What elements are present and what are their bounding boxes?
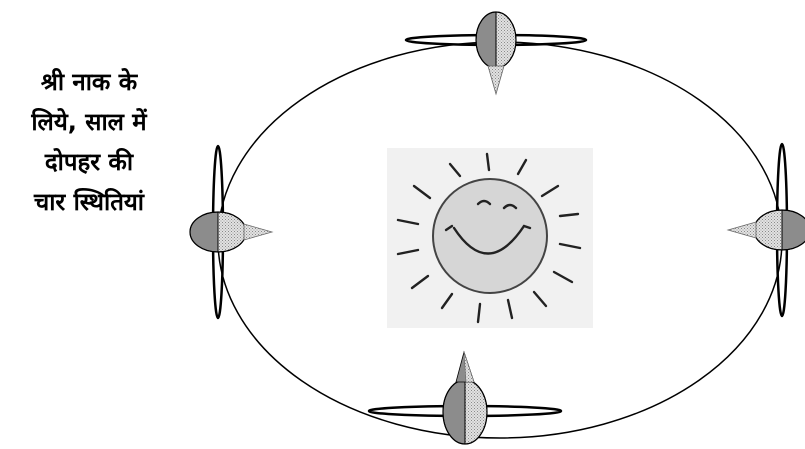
position-right bbox=[728, 144, 805, 316]
position-bottom bbox=[369, 352, 561, 444]
position-top bbox=[406, 12, 586, 94]
smiling-sun-icon bbox=[387, 148, 593, 328]
position-left bbox=[190, 146, 272, 318]
